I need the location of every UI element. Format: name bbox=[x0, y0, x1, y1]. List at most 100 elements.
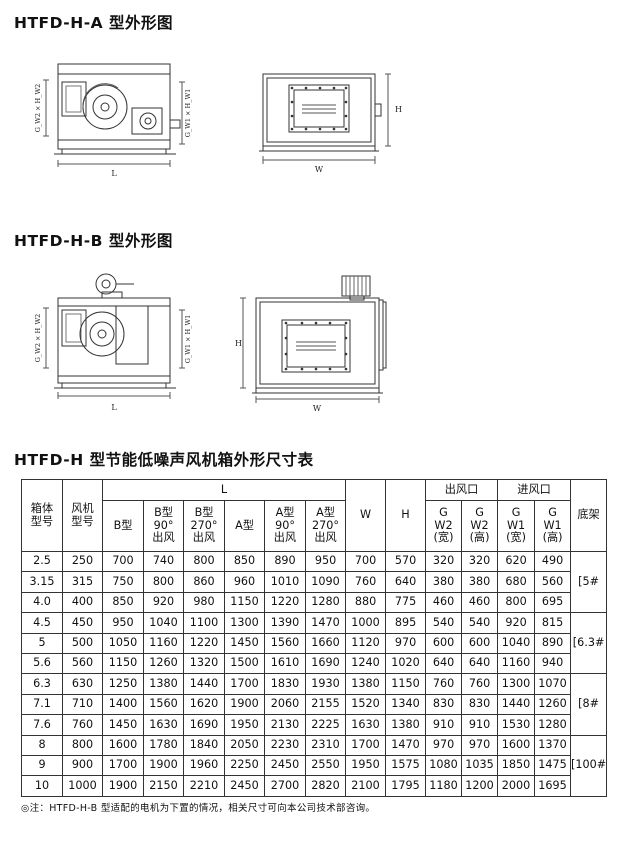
table-cell: 1150 bbox=[385, 673, 427, 695]
table-cell: 1930 bbox=[304, 673, 347, 695]
table-cell: 695 bbox=[534, 591, 572, 614]
header-frame: 底架 bbox=[570, 479, 608, 552]
table-cell: 910 bbox=[461, 714, 499, 736]
table-cell: 1630 bbox=[345, 714, 387, 736]
table-cell: 7.6 bbox=[21, 714, 63, 736]
table-cell: 1900 bbox=[143, 754, 184, 777]
table-cell: 2060 bbox=[264, 693, 306, 716]
table-cell: 1150 bbox=[224, 591, 265, 614]
table-cell: 920 bbox=[143, 591, 184, 614]
table-cell: 800 bbox=[62, 734, 103, 756]
table-cell: 490 bbox=[534, 550, 572, 573]
table-cell: 9 bbox=[21, 754, 63, 777]
table-cell: 960 bbox=[224, 571, 265, 593]
table-cell: 1440 bbox=[497, 693, 536, 716]
table-cell: 850 bbox=[102, 591, 144, 614]
table-cell: 2100 bbox=[345, 775, 387, 797]
table-cell: 700 bbox=[345, 550, 387, 573]
drawing-a-title: HTFD-H-A 型外形图 bbox=[14, 14, 174, 32]
table-cell: 2230 bbox=[264, 734, 306, 756]
table-cell: 640 bbox=[425, 652, 463, 675]
table-cell: 1700 bbox=[224, 673, 265, 695]
table-cell: 1440 bbox=[183, 673, 225, 695]
table-cell: 1160 bbox=[143, 632, 184, 654]
table-cell: 1260 bbox=[143, 652, 184, 675]
frame-cell: [8# bbox=[570, 673, 608, 736]
table-cell: 2.5 bbox=[21, 550, 63, 573]
dim-w-label: W bbox=[315, 165, 324, 174]
table-cell: 2050 bbox=[224, 734, 265, 756]
table-cell: 880 bbox=[345, 591, 387, 614]
table-cell: 1400 bbox=[102, 693, 144, 716]
table-cell: 970 bbox=[461, 734, 499, 756]
table-cell: 1695 bbox=[534, 775, 572, 797]
table-cell: 1390 bbox=[264, 612, 306, 634]
table-cell: 1380 bbox=[385, 714, 427, 736]
dim-gw2-label: G_W2 × H_W2 bbox=[34, 84, 42, 133]
table-cell: 1035 bbox=[461, 754, 499, 777]
dimension-table: 箱体 型号 风机 型号 L W H 出风口 进风口 底架 B型 B型 90° 出… bbox=[21, 479, 608, 797]
table-cell: 2155 bbox=[304, 693, 347, 716]
table-cell: 760 bbox=[345, 571, 387, 593]
table-cell: 1600 bbox=[497, 734, 536, 756]
table-cell: 1610 bbox=[264, 652, 306, 675]
table-title: HTFD-H 型节能低噪声风机箱外形尺寸表 bbox=[14, 451, 314, 469]
table-cell: 1000 bbox=[345, 612, 387, 634]
table-cell: 800 bbox=[143, 571, 184, 593]
frame-cell: [100# bbox=[570, 734, 608, 797]
table-cell: 830 bbox=[425, 693, 463, 716]
table-cell: 540 bbox=[425, 612, 463, 634]
table-cell: 250 bbox=[62, 550, 103, 573]
table-cell: 570 bbox=[385, 550, 427, 573]
table-cell: 2130 bbox=[264, 714, 306, 736]
table-cell: 920 bbox=[497, 612, 536, 634]
table-cell: 1070 bbox=[534, 673, 572, 695]
dim-h-label: H bbox=[395, 105, 402, 114]
drawing-a: L W H G_W2 × H_W2 G_W1 × H_W1 bbox=[34, 63, 402, 178]
table-cell: 1960 bbox=[183, 754, 225, 777]
table-cell: 1340 bbox=[385, 693, 427, 716]
header-w: W bbox=[345, 479, 387, 552]
table-cell: 640 bbox=[461, 652, 499, 675]
table-cell: 600 bbox=[425, 632, 463, 654]
table-cell: 1080 bbox=[425, 754, 463, 777]
table-cell: 1690 bbox=[183, 714, 225, 736]
table-cell: 1040 bbox=[497, 632, 536, 654]
table-cell: 1520 bbox=[345, 693, 387, 716]
table-cell: 1600 bbox=[102, 734, 144, 756]
table-cell: 8 bbox=[21, 734, 63, 756]
table-cell: 1150 bbox=[102, 652, 144, 675]
table-cell: 1180 bbox=[425, 775, 463, 797]
table-cell: 750 bbox=[102, 571, 144, 593]
header-gw2-width: G W2 (宽) bbox=[425, 500, 463, 552]
table-cell: 980 bbox=[183, 591, 225, 614]
table-cell: 1850 bbox=[497, 754, 536, 777]
table-cell: 1950 bbox=[345, 754, 387, 777]
table-cell: 950 bbox=[304, 550, 347, 573]
header-fan-model: 风机 型号 bbox=[62, 479, 103, 552]
table-cell: 1450 bbox=[102, 714, 144, 736]
table-cell: 320 bbox=[425, 550, 463, 573]
table-cell: 1450 bbox=[224, 632, 265, 654]
dim-gw2-label-b: G_W2 × H_W2 bbox=[34, 314, 42, 363]
table-cell: 1010 bbox=[264, 571, 306, 593]
table-cell: 1250 bbox=[102, 673, 144, 695]
table-cell: 4.0 bbox=[21, 591, 63, 614]
table-cell: 1260 bbox=[534, 693, 572, 716]
header-gw1-height: G W1 (高) bbox=[534, 500, 572, 552]
table-cell: 890 bbox=[534, 632, 572, 654]
table-cell: 895 bbox=[385, 612, 427, 634]
table-cell: 450 bbox=[62, 612, 103, 634]
table-cell: 1020 bbox=[385, 652, 427, 675]
table-cell: 1370 bbox=[534, 734, 572, 756]
table-cell: 1840 bbox=[183, 734, 225, 756]
table-cell: 760 bbox=[425, 673, 463, 695]
header-l-a270: A型 270° 出风 bbox=[304, 500, 347, 552]
header-l-b90: B型 90° 出风 bbox=[143, 500, 184, 552]
table-cell: 1900 bbox=[102, 775, 144, 797]
table-cell: 1470 bbox=[385, 734, 427, 756]
